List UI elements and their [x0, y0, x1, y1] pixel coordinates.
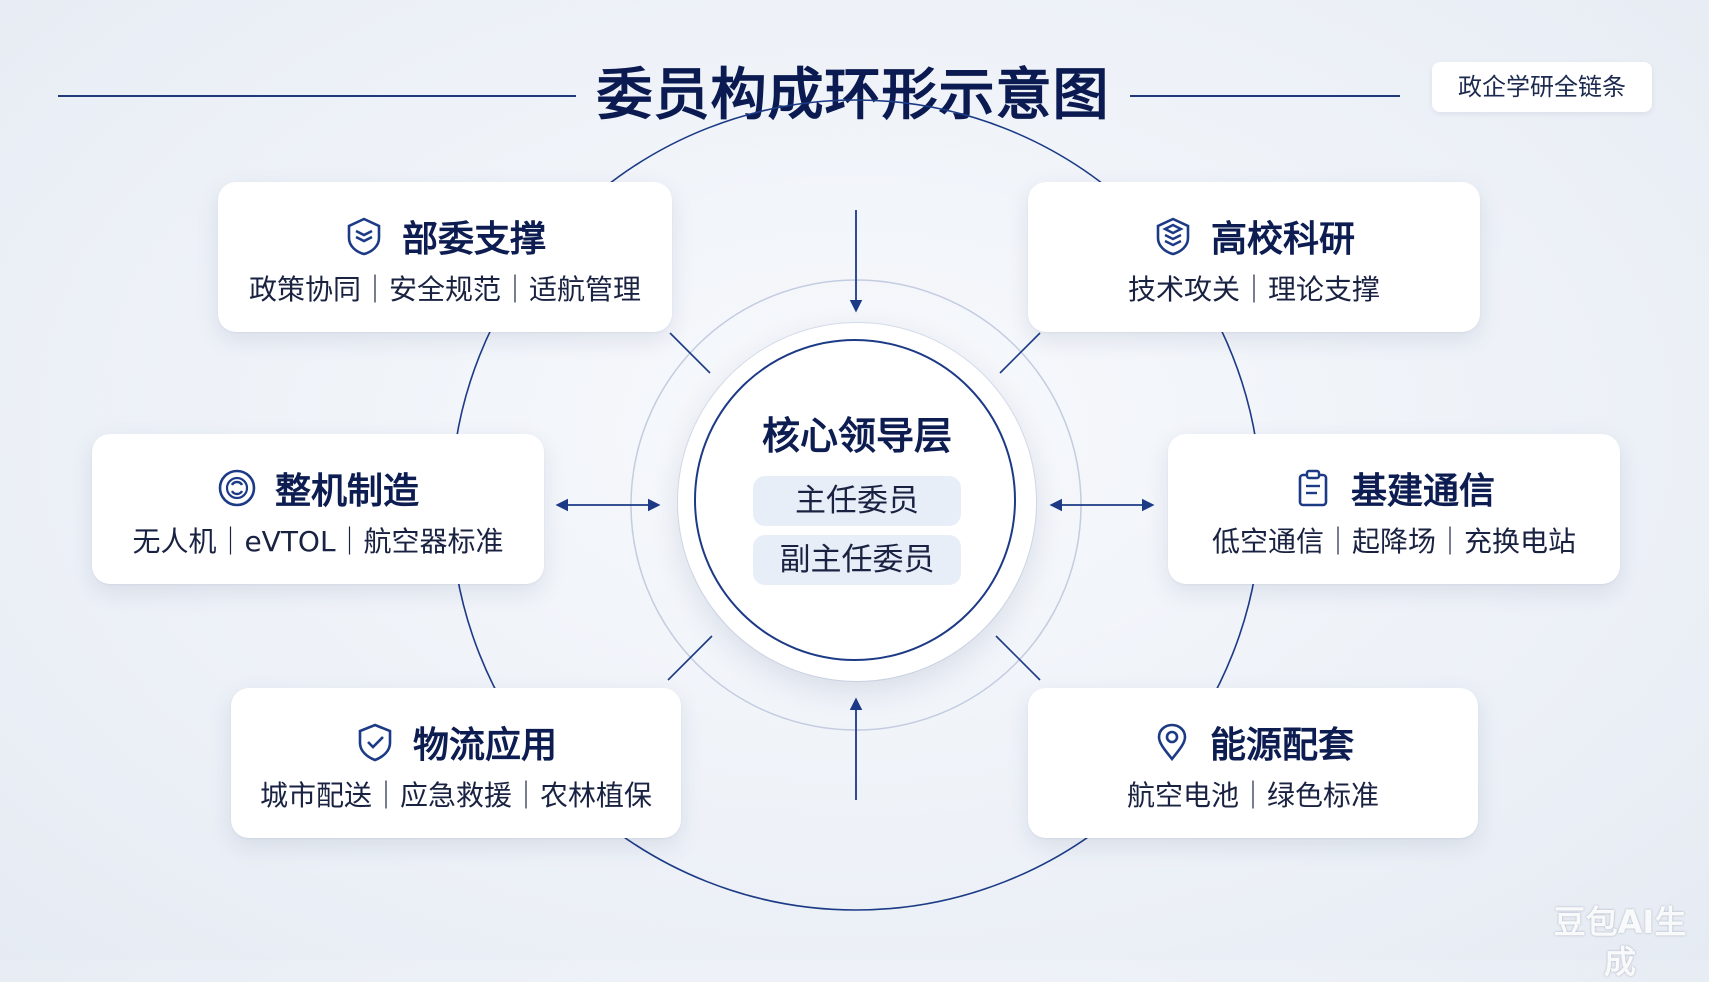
node-detail: 技术攻关｜理论支撑 [1127, 273, 1380, 306]
node-card-manufacturing: 整机制造 无人机｜eVTOL｜航空器标准 [92, 434, 544, 584]
clipboard-icon [1298, 469, 1328, 507]
header: 委员构成环形示意图 政企学研全链条 [0, 0, 1709, 200]
node-card-logistics: 物流应用 城市配送｜应急救援｜农林植保 [231, 688, 681, 838]
core-circle: 核心领导层 主任委员 副主任委员 [678, 323, 1036, 681]
node-card-ministry: 部委支撑 政策协同｜安全规范｜适航管理 [218, 182, 672, 332]
node-detail: 低空通信｜起降场｜充换电站 [1211, 525, 1576, 558]
node-title: 能源配套 [1209, 725, 1354, 766]
rotor-circle-icon [218, 469, 256, 507]
diag-top-right [999, 332, 1041, 374]
diag-bottom-right [995, 635, 1041, 681]
node-card-university: 高校科研 技术攻关｜理论支撑 [1028, 182, 1480, 332]
page-title: 委员构成环形示意图 [596, 63, 1110, 128]
role-pill-director: 主任委员 [753, 476, 961, 526]
node-card-energy: 能源配套 航空电池｜绿色标准 [1028, 688, 1478, 838]
role-pill-deputy-director: 副主任委员 [753, 535, 961, 585]
node-title: 高校科研 [1210, 219, 1355, 260]
shield-check-icon [358, 723, 392, 762]
title-divider-right [1130, 95, 1400, 97]
core-inner-ring [694, 339, 1016, 661]
layers-shield-icon [347, 217, 381, 256]
node-title: 部委支撑 [401, 219, 546, 260]
node-detail: 政策协同｜安全规范｜适航管理 [248, 273, 641, 306]
node-card-infrastructure: 基建通信 低空通信｜起降场｜充换电站 [1168, 434, 1620, 584]
layers-stack-icon [1156, 217, 1190, 256]
node-title: 物流应用 [412, 725, 557, 766]
node-title: 基建通信 [1350, 471, 1495, 512]
node-detail: 航空电池｜绿色标准 [1126, 779, 1379, 812]
node-title: 整机制造 [274, 471, 419, 512]
chain-badge: 政企学研全链条 [1432, 62, 1652, 112]
node-detail: 无人机｜eVTOL｜航空器标准 [132, 525, 504, 558]
title-divider-left [58, 95, 576, 97]
watermark: 豆包AI生成 [1553, 903, 1687, 981]
core-title: 核心领导层 [761, 414, 952, 458]
location-pin-icon [1157, 723, 1187, 762]
diag-top-left [669, 332, 711, 374]
node-detail: 城市配送｜应急救援｜农林植保 [259, 779, 652, 812]
diag-bottom-left [667, 635, 713, 681]
